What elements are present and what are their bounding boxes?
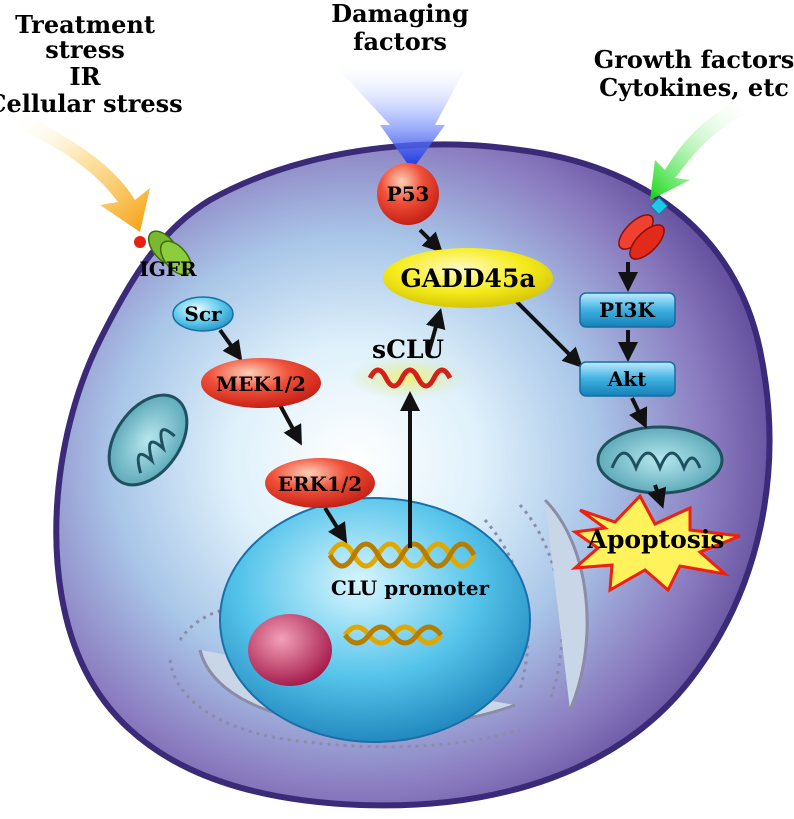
damaging-stimulus-arrow (330, 60, 470, 170)
stimulus-middle-line1: Damaging (331, 0, 469, 28)
mek-label: MEK1/2 (216, 372, 306, 396)
pi3k-label: PI3K (599, 298, 655, 322)
clu-promoter-dna-icon (327, 541, 477, 646)
pi3k-node (579, 292, 676, 328)
arrow-p53-to-gadd (418, 228, 443, 253)
sclu-label: sCLU (372, 335, 444, 364)
arrow-gadd-to-akt (513, 298, 583, 368)
erk-node (265, 458, 375, 508)
nucleolus (248, 614, 332, 686)
nucleus (219, 497, 531, 743)
pathway-arrows (218, 228, 667, 548)
mitochondrion-right (596, 425, 724, 495)
apoptosis-label: Apoptosis (587, 525, 725, 554)
stimulus-left-line1: Treatment (15, 10, 155, 39)
sclu-helix-icon (367, 367, 453, 389)
stimulus-left-line4: Cellular stress (0, 89, 183, 118)
stimulus-right-line1: Growth factors (594, 45, 794, 74)
sclu-glow (348, 356, 468, 400)
mek-node (201, 358, 321, 408)
arrow-sclu-to-gadd (426, 308, 446, 356)
stimulus-middle-line2: factors (353, 27, 447, 56)
clu-promoter-label: CLU promoter (331, 576, 490, 600)
arrow-erk-to-dna (323, 506, 348, 544)
growth-factor-receptor-icon (618, 196, 669, 260)
arrow-akt-to-mito (629, 397, 648, 429)
mitochondrion-left (107, 393, 189, 487)
akt-label: Akt (607, 367, 647, 391)
arrow-mek-to-erk (278, 404, 302, 446)
p53-node (377, 163, 439, 225)
stimulus-left-line2: stress (45, 35, 125, 64)
apoptosis-burst-icon (570, 493, 741, 593)
stimulus-right-line2: Cytokines, etc (599, 73, 789, 102)
gadd45a-label: GADD45a (400, 264, 535, 293)
igfr-receptor-icon (134, 230, 193, 276)
p53-label: P53 (387, 182, 430, 206)
akt-node (579, 361, 676, 397)
arrow-scr-to-mek (218, 328, 243, 362)
scr-node (172, 296, 234, 332)
igfr-label: IGFR (139, 257, 197, 281)
gadd45a-node (383, 248, 553, 308)
growth-factor-stimulus-arrow (650, 95, 745, 200)
treatment-stimulus-arrow (20, 110, 150, 232)
stimulus-left-line3: IR (69, 62, 101, 91)
erk-label: ERK1/2 (278, 472, 362, 496)
arrow-mito-to-apoptosis (647, 484, 667, 509)
scr-label: Scr (184, 302, 222, 326)
